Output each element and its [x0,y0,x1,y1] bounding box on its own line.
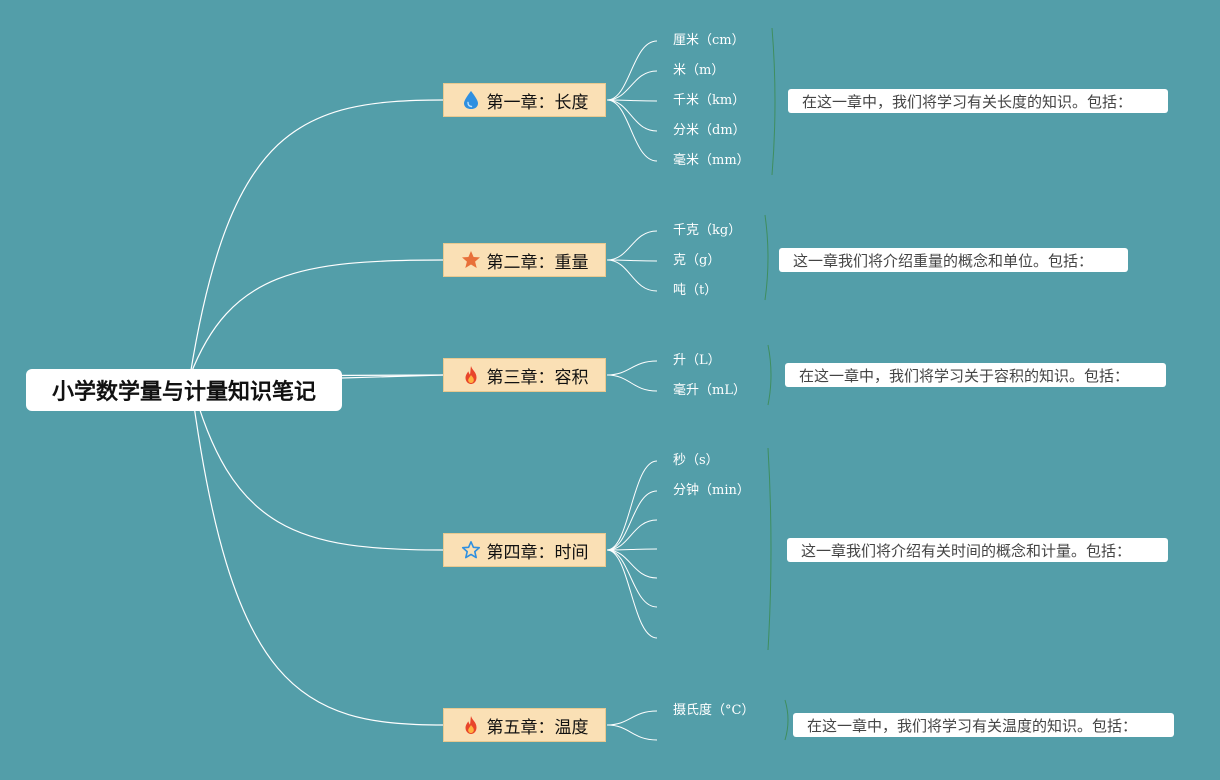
chapter-title: 第三章：容积 [486,367,589,388]
leaf-item[interactable]: 秒（s） [673,453,719,468]
chapter-to-leaf-connector [606,549,658,608]
chapter-node-temperature[interactable]: 第五章：温度 [443,708,606,742]
chapter-to-leaf-connector [606,724,658,741]
chapter-node-length[interactable]: 第一章：长度 [443,83,606,117]
root-to-chapter-connector [189,375,444,551]
chapter-to-leaf-connector [606,549,658,579]
summary-bracket [784,699,789,741]
chapter-to-leaf-connector [606,374,658,392]
chapter-to-leaf-connector [606,259,658,262]
leaf-item[interactable]: 吨（t） [673,283,718,298]
leaf-item[interactable]: 分钟（min） [673,483,750,498]
leaf-item[interactable]: 千克（kg） [673,223,742,238]
chapter-summary[interactable]: 这一章我们将介绍重量的概念和单位。包括： [779,248,1128,272]
summary-text: 这一章我们将介绍重量的概念和单位。包括： [793,251,1094,270]
chapter-title: 第二章：重量 [486,252,589,273]
summary-text: 在这一章中，我们将学习有关长度的知识。包括： [802,92,1133,111]
chapter-summary[interactable]: 在这一章中，我们将学习有关长度的知识。包括： [788,89,1168,113]
chapter-title: 第一章：长度 [486,92,589,113]
chapter-title: 第四章：时间 [486,542,589,563]
leaf-item[interactable]: 分米（dm） [673,123,746,138]
chapter-title: 第五章：温度 [486,717,589,738]
summary-text: 这一章我们将介绍有关时间的概念和计量。包括： [801,541,1132,560]
star-icon [461,250,481,270]
chapter-node-time[interactable]: 第四章：时间 [443,533,606,567]
leaf-item[interactable]: 升（L） [673,353,721,368]
root-to-chapter-connector [189,259,444,377]
leaf-item[interactable]: 克（g） [673,253,721,268]
summary-bracket [767,344,772,406]
chapter-to-leaf-connector [606,360,658,376]
summary-bracket [764,214,769,301]
root-topic[interactable]: 小学数学量与计量知识笔记 [26,369,342,411]
chapter-to-leaf-connector [606,40,658,101]
leaf-item[interactable]: 米（m） [673,63,725,78]
chapter-node-volume[interactable]: 第三章：容积 [443,358,606,392]
star-outline-icon [461,540,481,560]
water-drop-icon [461,90,481,110]
chapter-to-leaf-connector [606,70,658,101]
root-to-chapter-connector [189,99,444,377]
chapter-node-weight[interactable]: 第二章：重量 [443,243,606,277]
leaf-item[interactable]: 摄氏度（°C） [673,703,755,718]
chapter-to-leaf-connector [606,99,658,132]
leaf-item[interactable]: 毫升（mL） [673,383,746,398]
summary-text: 在这一章中，我们将学习有关温度的知识。包括： [807,716,1138,735]
summary-bracket [767,447,772,651]
fire-icon [461,365,481,385]
chapter-to-leaf-connector [606,710,658,726]
chapter-summary[interactable]: 这一章我们将介绍有关时间的概念和计量。包括： [787,538,1168,562]
chapter-to-leaf-connector [606,549,658,639]
leaf-item[interactable]: 千米（km） [673,93,746,108]
root-title: 小学数学量与计量知识笔记 [51,380,316,405]
summary-text: 在这一章中，我们将学习关于容积的知识。包括： [799,366,1130,385]
chapter-to-leaf-connector [606,519,658,551]
chapter-summary[interactable]: 在这一章中，我们将学习关于容积的知识。包括： [785,363,1166,387]
root-to-chapter-connector [341,374,444,379]
summary-bracket [771,27,776,176]
root-to-chapter-connector [189,375,444,726]
chapter-to-leaf-connector [606,99,658,162]
leaf-item[interactable]: 毫米（mm） [673,153,750,168]
chapter-to-leaf-connector [606,99,658,102]
chapter-to-leaf-connector [606,230,658,261]
chapter-to-leaf-connector [606,548,658,551]
chapter-summary[interactable]: 在这一章中，我们将学习有关温度的知识。包括： [793,713,1174,737]
fire-icon [461,715,481,735]
chapter-to-leaf-connector [606,460,658,551]
chapter-to-leaf-connector [606,259,658,292]
chapter-to-leaf-connector [606,490,658,551]
leaf-item[interactable]: 厘米（cm） [673,33,745,48]
